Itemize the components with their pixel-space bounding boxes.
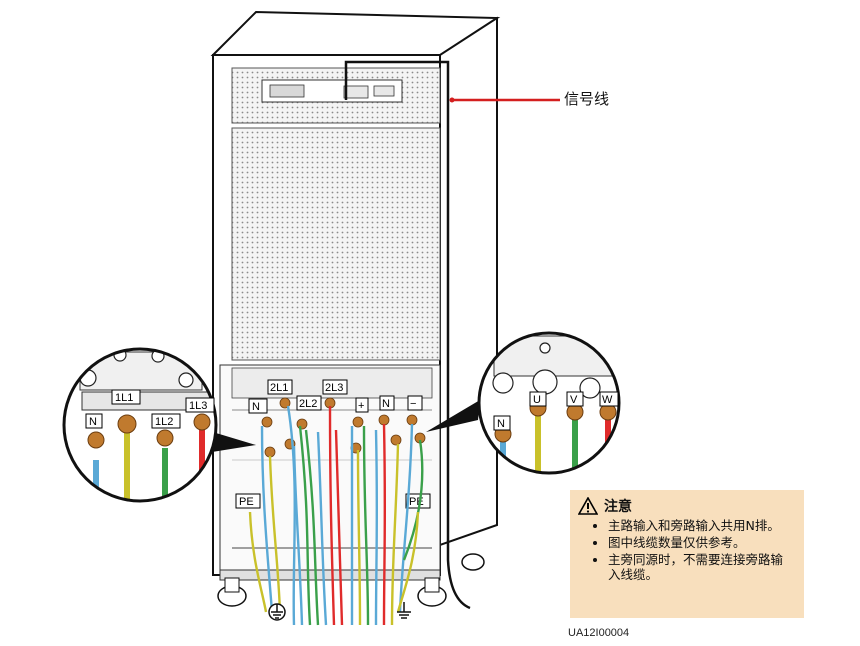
cabinet-terminal-plus: + — [358, 400, 364, 412]
figure-id: UA12I00004 — [568, 627, 630, 639]
warning-icon — [578, 497, 598, 515]
cabinet-terminal-N-right: N — [382, 398, 390, 410]
notice-item: 主旁同源时，不需要连接旁路输入线缆。 — [608, 552, 794, 582]
zoom-circle-right: N U V W — [477, 331, 621, 475]
ground-symbol-left — [268, 603, 286, 621]
notice-header: 注意 — [578, 496, 794, 516]
zoom-pointer-right — [426, 400, 480, 432]
right-terminal-W: W — [602, 394, 613, 406]
left-terminal-N: N — [89, 416, 97, 428]
signal-cable — [344, 60, 471, 610]
right-terminal-N: N — [497, 418, 505, 430]
notice-list: 主路输入和旁路输入共用N排。 图中线缆数量仅供参考。 主旁同源时，不需要连接旁路… — [578, 518, 794, 582]
zoom-pointer-left — [206, 430, 256, 452]
left-terminal-1L1: 1L1 — [115, 392, 133, 404]
right-terminal-U: U — [533, 394, 541, 406]
notice-item: 主路输入和旁路输入共用N排。 — [608, 518, 794, 533]
cabinet-terminal-area: N 2L1 2L2 2L3 + N − PE PE — [235, 379, 431, 509]
notice-title: 注意 — [604, 499, 632, 515]
notice-box: 注意 主路输入和旁路输入共用N排。 图中线缆数量仅供参考。 主旁同源时，不需要连… — [570, 490, 804, 618]
left-terminal-1L3: 1L3 — [189, 400, 207, 412]
right-terminal-V: V — [570, 394, 578, 406]
cabinet-terminal-N-left: N — [252, 401, 260, 413]
signal-cable-label: 信号线 — [564, 90, 610, 108]
cabinet-terminal-2L3: 2L3 — [325, 382, 343, 394]
cabinet-terminal-2L2: 2L2 — [299, 398, 317, 410]
cabinet-terminal-minus: − — [410, 398, 416, 410]
zoom-circle-left: N 1L1 1L2 1L3 — [62, 347, 218, 503]
notice-item: 图中线缆数量仅供参考。 — [608, 535, 794, 550]
pe-label-left: PE — [239, 496, 254, 508]
cabinet-cables — [248, 405, 424, 626]
cabinet-terminal-2L1: 2L1 — [270, 382, 288, 394]
left-terminal-1L2: 1L2 — [155, 416, 173, 428]
ground-symbol-right — [397, 602, 411, 619]
